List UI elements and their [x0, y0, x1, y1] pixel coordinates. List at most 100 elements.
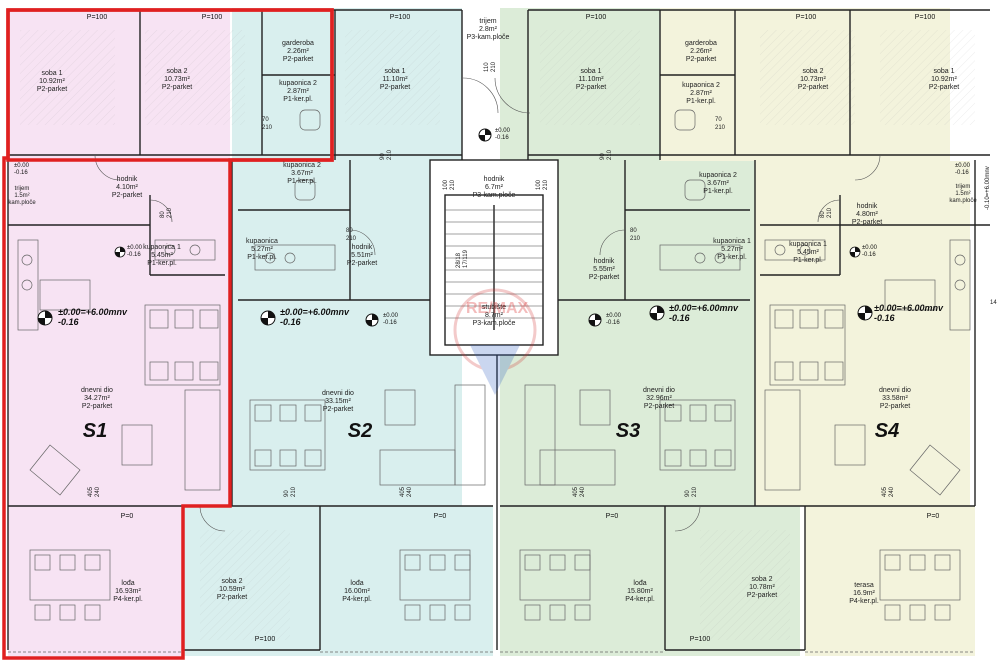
parapet-label: P=100: [389, 14, 411, 21]
dimension-label: 405: [882, 486, 888, 497]
dimension-label: 210: [630, 236, 641, 242]
dimension-label: 240: [889, 486, 895, 497]
dimension-label: 90: [685, 490, 691, 497]
unit-label-s2: S2: [347, 420, 373, 442]
dimension-label: 80: [820, 211, 826, 218]
level-annotation: ±0.00-0.16: [495, 128, 510, 141]
dimension-label: 80: [630, 228, 637, 234]
level-annotation: ±0.00=+6.00mnv-0.16: [58, 307, 127, 327]
level-markers: [37, 128, 873, 327]
dimension-label: 240: [407, 486, 413, 497]
dimension-label: 17/119: [463, 250, 469, 268]
dimension-label: 90: [600, 153, 606, 160]
unit-label-s4: S4: [874, 420, 900, 442]
watermark-text: RE/MAX: [466, 300, 529, 317]
dimension-label: 210: [692, 486, 698, 497]
staircase: [445, 209, 543, 319]
dimension-label: 100: [443, 179, 449, 190]
parapet-label: P=100: [914, 14, 936, 21]
parapet-label: P=100: [254, 636, 276, 643]
parapet-label: P=100: [201, 14, 223, 21]
level-annotation: ±0.00-0.16: [862, 245, 877, 258]
dimension-label: 110: [484, 62, 490, 72]
parapet-label: P=100: [86, 14, 108, 21]
dimension-label: 210: [387, 149, 393, 160]
dimension-label: 210: [715, 125, 726, 131]
dimension-label: 210: [607, 149, 613, 160]
dimension-label: 210: [167, 207, 173, 218]
dimension-label: 210: [491, 61, 497, 72]
dimension-label: 80: [160, 211, 166, 218]
parapet-label: P=0: [926, 513, 940, 520]
level-annotation: ±0.00-0.16: [14, 163, 29, 176]
dimension-label: 70: [262, 117, 269, 123]
parapet-label: P=100: [795, 14, 817, 21]
dimension-label: 80: [346, 228, 353, 234]
dimension-label: 90: [284, 490, 290, 497]
door-swings: [94, 77, 881, 532]
level-annotation: ±0.00-0.16: [606, 313, 621, 326]
level-annotation-vertical: -0.10=+6.00mnv: [985, 166, 991, 210]
level-annotation: ±0.00=+6.00mnv-0.16: [874, 303, 943, 323]
dimension-label: 210: [450, 179, 456, 190]
parapet-label: P=100: [585, 14, 607, 21]
dimension-label: 405: [573, 486, 579, 497]
dimension-label: 14: [990, 300, 997, 306]
level-annotation: ±0.00=+6.00mnv-0.16: [280, 307, 349, 327]
unit-label-s3: S3: [615, 420, 641, 442]
dimension-label: 405: [400, 486, 406, 497]
dimension-label: 70: [715, 117, 722, 123]
dimension-label: 240: [580, 486, 586, 497]
dimension-label: 210: [346, 236, 357, 242]
room-hatching: [20, 30, 975, 640]
level-annotation: ±0.00-0.16: [127, 245, 142, 258]
s4-terasa-fill: [805, 506, 975, 656]
dimension-label: 210: [262, 125, 273, 131]
parapet-label: P=100: [689, 636, 711, 643]
parapet-label: P=0: [433, 513, 447, 520]
watermark-logo: [453, 288, 537, 395]
s1-loda-fill: [8, 506, 183, 656]
level-annotation: ±0.00=+6.00mnv-0.16: [669, 303, 738, 323]
level-annotation: ±0.00-0.16: [955, 163, 970, 176]
dimension-label: 28/18: [456, 252, 462, 268]
dimension-label: 90: [380, 153, 386, 160]
walls: [7, 9, 990, 651]
dimension-label: 210: [827, 207, 833, 218]
parapet-label: P=0: [605, 513, 619, 520]
dimension-label: 210: [543, 179, 549, 190]
s1-highlight-top: [6, 8, 334, 162]
